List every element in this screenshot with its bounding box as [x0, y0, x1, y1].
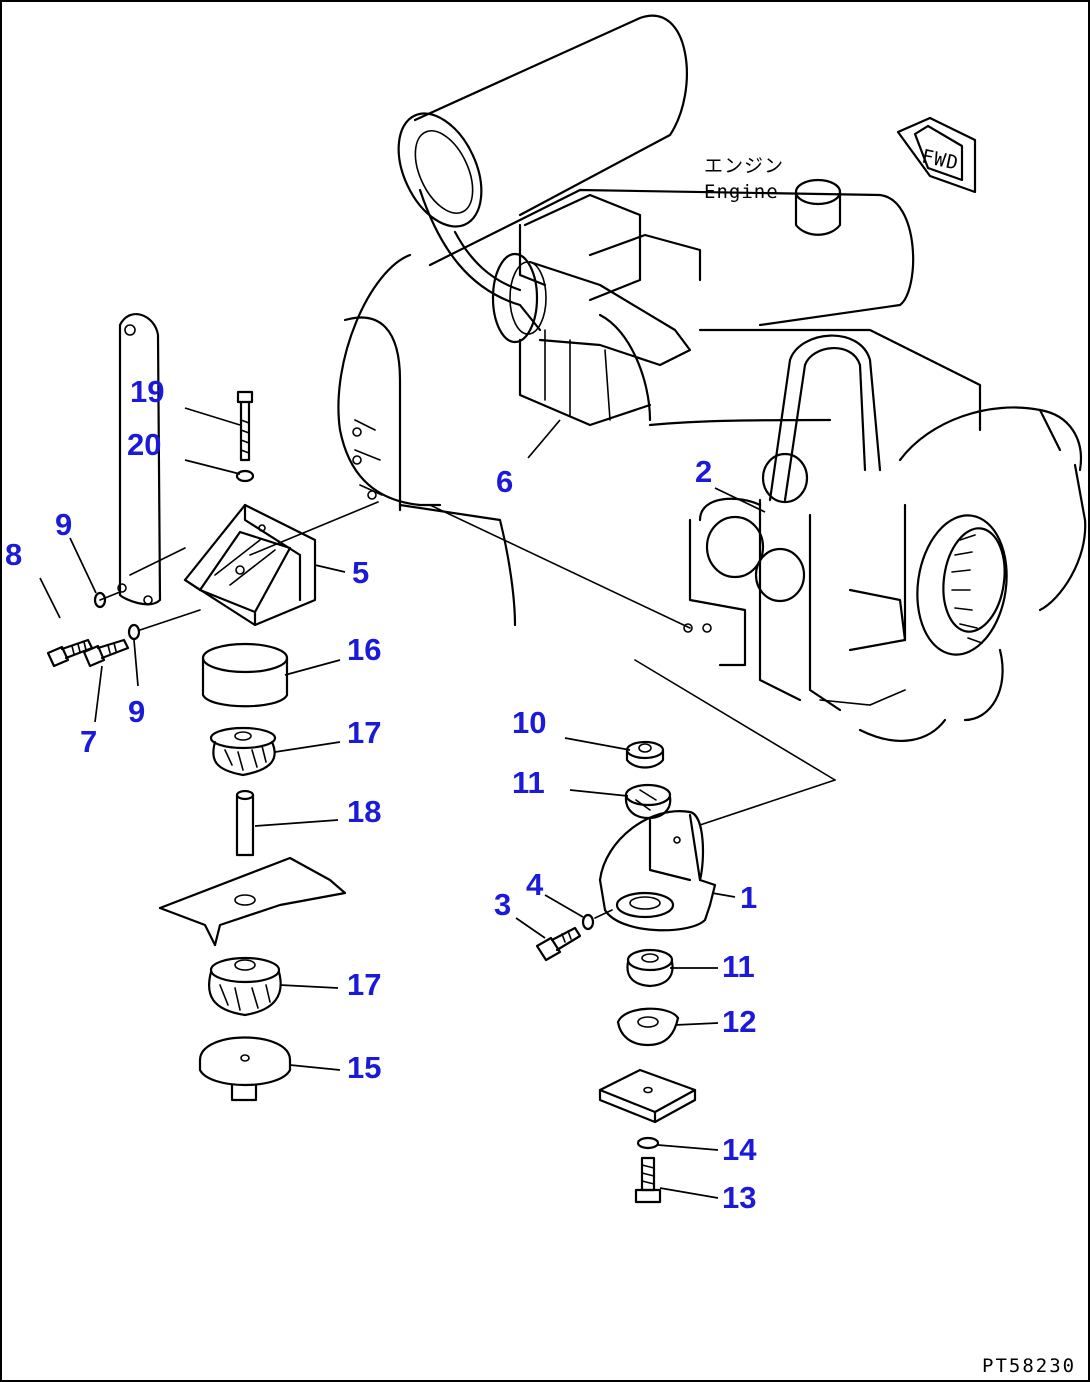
callout-12: 12 — [722, 1004, 756, 1039]
mount-guide-line-2 — [634, 659, 836, 781]
front-cover-drawing — [683, 452, 842, 712]
engine-label-en: Engine — [704, 181, 779, 203]
leader-18 — [254, 819, 339, 827]
leader-12 — [674, 1022, 719, 1026]
bolt-8-drawing — [46, 638, 94, 668]
leader-4 — [544, 894, 584, 918]
bracket-5-drawing — [183, 503, 317, 627]
square-plate-drawing — [598, 1068, 697, 1124]
callout-18: 18 — [347, 794, 381, 829]
callout-14: 14 — [722, 1132, 757, 1167]
mount-guide-line — [429, 504, 691, 629]
callout-2: 2 — [695, 454, 712, 489]
sleeve-18-drawing — [235, 789, 255, 857]
callout-8: 8 — [5, 537, 22, 572]
callout-1: 1 — [740, 880, 757, 915]
guide-bolt3 — [594, 909, 613, 919]
bolt-7-drawing — [82, 638, 130, 668]
leader-3 — [515, 917, 546, 939]
washer-9b-drawing — [127, 623, 141, 641]
bolt-3-drawing — [535, 926, 582, 962]
air-cleaner-drawing — [397, 14, 688, 332]
guide-bolt7 — [139, 609, 201, 631]
washer-4-drawing — [581, 913, 595, 931]
right-mount-parts — [535, 740, 717, 1204]
callout-10: 10 — [512, 705, 546, 740]
leader-17b — [279, 984, 339, 989]
mount-guide-line-3 — [699, 779, 836, 826]
callout-19: 19 — [130, 374, 164, 409]
engine-block-drawing — [337, 253, 982, 627]
guide-plate — [129, 547, 186, 576]
leader-11a — [569, 789, 629, 797]
callout-11b: 11 — [722, 949, 755, 984]
leader-6 — [527, 419, 561, 459]
cushion-15-drawing — [198, 1036, 292, 1102]
bolt-19-drawing — [236, 390, 254, 462]
fwd-arrow: FWD — [896, 116, 977, 194]
left-mount-parts — [46, 313, 347, 1102]
leader-20 — [184, 459, 241, 475]
leader-lines — [39, 407, 766, 1199]
callout-6: 6 — [496, 464, 513, 499]
leader-17a — [274, 741, 341, 753]
leader-9b — [133, 639, 139, 687]
cushion-16-drawing — [201, 642, 289, 708]
leader-8 — [39, 577, 61, 619]
leader-16 — [284, 659, 341, 676]
callout-9b: 9 — [128, 694, 145, 729]
callout-numbers: 19 20 9 8 5 16 9 7 17 18 17 15 6 2 10 11… — [5, 374, 757, 1215]
leader-15 — [289, 1064, 341, 1071]
valve-cover-drawing — [428, 178, 915, 327]
nut-10-drawing — [625, 740, 665, 769]
leader-13 — [659, 1187, 719, 1199]
callout-17a: 17 — [347, 715, 381, 750]
callout-7: 7 — [80, 724, 97, 759]
callout-20: 20 — [127, 427, 161, 462]
fan-belt-drawing — [768, 334, 882, 502]
callout-15: 15 — [347, 1050, 381, 1085]
washer-9a-drawing — [93, 591, 107, 609]
leader-7 — [94, 665, 103, 723]
engine-illustration: エンジン Engine — [249, 14, 1087, 826]
leader-2 — [714, 487, 766, 513]
callout-17b: 17 — [347, 967, 381, 1002]
callout-9a: 9 — [55, 507, 72, 542]
figure-code: PT58230 — [982, 1355, 1076, 1377]
plate-left-drawing — [117, 313, 162, 606]
washer-20-drawing — [235, 469, 255, 483]
callout-16: 16 — [347, 632, 381, 667]
callout-13: 13 — [722, 1180, 756, 1215]
engine-label-jp: エンジン — [704, 155, 784, 177]
callout-11a: 11 — [512, 765, 545, 800]
rubber-17b-drawing — [207, 956, 282, 1017]
leader-5 — [314, 564, 346, 573]
callout-5: 5 — [352, 555, 369, 590]
mount-guide-line-4 — [249, 501, 379, 556]
frame-plate-drawing — [158, 856, 347, 947]
rubber-17a-drawing — [209, 726, 277, 777]
leader-10 — [564, 737, 631, 751]
cup-12-drawing — [616, 1007, 680, 1047]
bracket-1-drawing — [598, 810, 717, 932]
turbo-drawing — [491, 252, 692, 427]
leader-19 — [184, 407, 241, 426]
rubber-11b-drawing — [626, 948, 674, 988]
leader-14 — [657, 1144, 719, 1151]
callout-3: 3 — [494, 887, 511, 922]
callout-4: 4 — [526, 867, 544, 902]
bolt-13-drawing — [634, 1156, 662, 1204]
washer-14-drawing — [636, 1136, 660, 1150]
leader-9a — [69, 537, 97, 594]
guide-bolt8 — [99, 591, 121, 601]
cooling-fan-drawing — [819, 406, 1087, 742]
leader-1 — [711, 892, 736, 898]
